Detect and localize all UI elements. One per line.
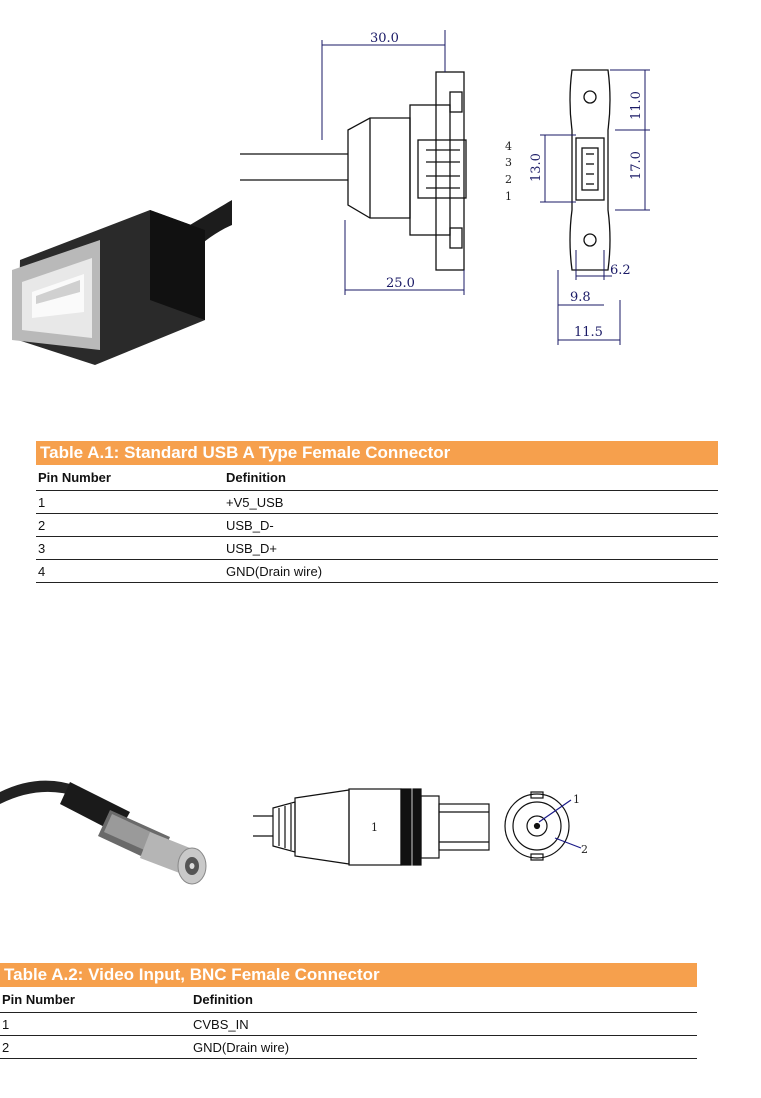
dim-30: 30.0 bbox=[370, 31, 399, 46]
bnc-body-label: 1 bbox=[371, 821, 378, 834]
dim-13: 13.0 bbox=[529, 153, 544, 182]
pin-cell: 3 bbox=[36, 537, 224, 560]
definition-cell: USB_D+ bbox=[224, 537, 718, 560]
dim-25: 25.0 bbox=[386, 276, 415, 291]
pin-cell: 1 bbox=[36, 491, 224, 514]
table-a1-caption: Table A.1: Standard USB A Type Female Co… bbox=[36, 441, 718, 465]
pin-cell: 4 bbox=[36, 560, 224, 583]
table-a2-caption: Table A.2: Video Input, BNC Female Conne… bbox=[0, 963, 697, 987]
bnc-connector-photo bbox=[0, 752, 229, 910]
dim-9-8: 9.8 bbox=[570, 290, 591, 305]
pin-cell: 1 bbox=[0, 1013, 191, 1036]
table-row: 1 +V5_USB bbox=[36, 491, 718, 514]
table-row: 1 CVBS_IN bbox=[0, 1013, 697, 1036]
table-row: 2 GND(Drain wire) bbox=[0, 1036, 697, 1059]
table-a1-header-definition: Definition bbox=[224, 465, 718, 491]
definition-cell: USB_D- bbox=[224, 514, 718, 537]
pin-label-4: 4 bbox=[505, 140, 512, 153]
bnc-pin-label-2: 2 bbox=[581, 843, 588, 856]
bnc-technical-drawing: 1 1 2 bbox=[243, 756, 608, 906]
definition-cell: GND(Drain wire) bbox=[191, 1036, 697, 1059]
table-row: 3 USB_D+ bbox=[36, 537, 718, 560]
usb-technical-drawing: 30.0 25.0 11 bbox=[240, 0, 660, 370]
pin-label-2: 2 bbox=[505, 173, 512, 186]
table-a2: Table A.2: Video Input, BNC Female Conne… bbox=[0, 963, 697, 1059]
table-a2-header-pin: Pin Number bbox=[0, 987, 191, 1013]
table-a2-header-definition: Definition bbox=[191, 987, 697, 1013]
table-row: 2 USB_D- bbox=[36, 514, 718, 537]
bnc-pin-label-1: 1 bbox=[573, 793, 580, 806]
table-row: 4 GND(Drain wire) bbox=[36, 560, 718, 583]
table-a1-header-pin: Pin Number bbox=[36, 465, 224, 491]
dim-6-2: 6.2 bbox=[610, 263, 631, 278]
pin-label-1: 1 bbox=[505, 190, 512, 203]
dim-11-5: 11.5 bbox=[574, 325, 603, 340]
usb-connector-photo bbox=[0, 200, 232, 370]
pin-cell: 2 bbox=[0, 1036, 191, 1059]
table-a1: Table A.1: Standard USB A Type Female Co… bbox=[36, 441, 718, 583]
definition-cell: +V5_USB bbox=[224, 491, 718, 514]
dim-17: 17.0 bbox=[629, 151, 644, 180]
definition-cell: CVBS_IN bbox=[191, 1013, 697, 1036]
definition-cell: GND(Drain wire) bbox=[224, 560, 718, 583]
dim-11: 11.0 bbox=[629, 91, 644, 120]
pin-cell: 2 bbox=[36, 514, 224, 537]
pin-label-3: 3 bbox=[505, 156, 512, 169]
